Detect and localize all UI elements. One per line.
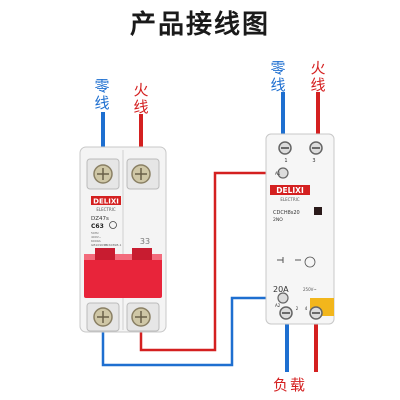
breaker-spec-0: 50Hz: [91, 231, 99, 235]
breaker-brand-sub: ELECTRIC: [96, 207, 115, 212]
load-label: 负载: [273, 376, 308, 394]
terminal-1: 1: [284, 158, 287, 164]
contactor-brand: DELIXI: [276, 186, 304, 195]
neutral-to-coil-wire: [101, 296, 279, 367]
breaker-rating: C63: [91, 223, 104, 230]
terminal-4: 4: [305, 306, 308, 311]
breaker-brand: DELIXI: [93, 198, 119, 206]
cert-icon: [304, 256, 316, 268]
breaker-model: DZ47s: [91, 216, 109, 222]
breaker-neutral-label: 零线: [94, 77, 110, 112]
contactor-live-label: 火线: [310, 59, 326, 94]
contactor-brand-sub: ELECTRIC: [280, 197, 299, 202]
breaker-spec-4: IEC60898-1: [104, 243, 122, 247]
coil-a2: A2: [275, 303, 281, 308]
cert-icon: [109, 221, 117, 229]
contactor-rating: 20A: [273, 285, 289, 294]
coil-a1: A1: [275, 171, 281, 176]
contactor-neutral-label: 零线: [270, 59, 286, 94]
coil-screw-icon: [277, 292, 289, 304]
live-to-coil-wire: [139, 171, 279, 352]
modular-contactor: 1 3 A1 DELIXI ELECTRIC CDCH8s20 2NO 20A …: [265, 133, 335, 325]
contactor-model-sub: 2NO: [273, 217, 283, 223]
breaker-spec-1: 400V~: [91, 235, 102, 239]
breaker-mark: 33: [140, 237, 150, 246]
circuit-breaker: DELIXI ELECTRIC DZ47s C63 50Hz 400V~ 600…: [79, 146, 167, 333]
breaker-spec-3: GB10963.1: [91, 243, 108, 247]
terminal-2: 2: [296, 306, 299, 311]
terminal-3: 3: [312, 158, 315, 164]
breaker-spec-2: 6000A: [91, 239, 102, 243]
breaker-live-label: 火线: [133, 81, 149, 116]
coil-screw-icon: [277, 167, 289, 179]
contactor-voltage: 250V~: [303, 287, 317, 292]
page-title: 产品接线图: [129, 10, 270, 40]
contactor-model: CDCH8s20: [273, 210, 300, 216]
